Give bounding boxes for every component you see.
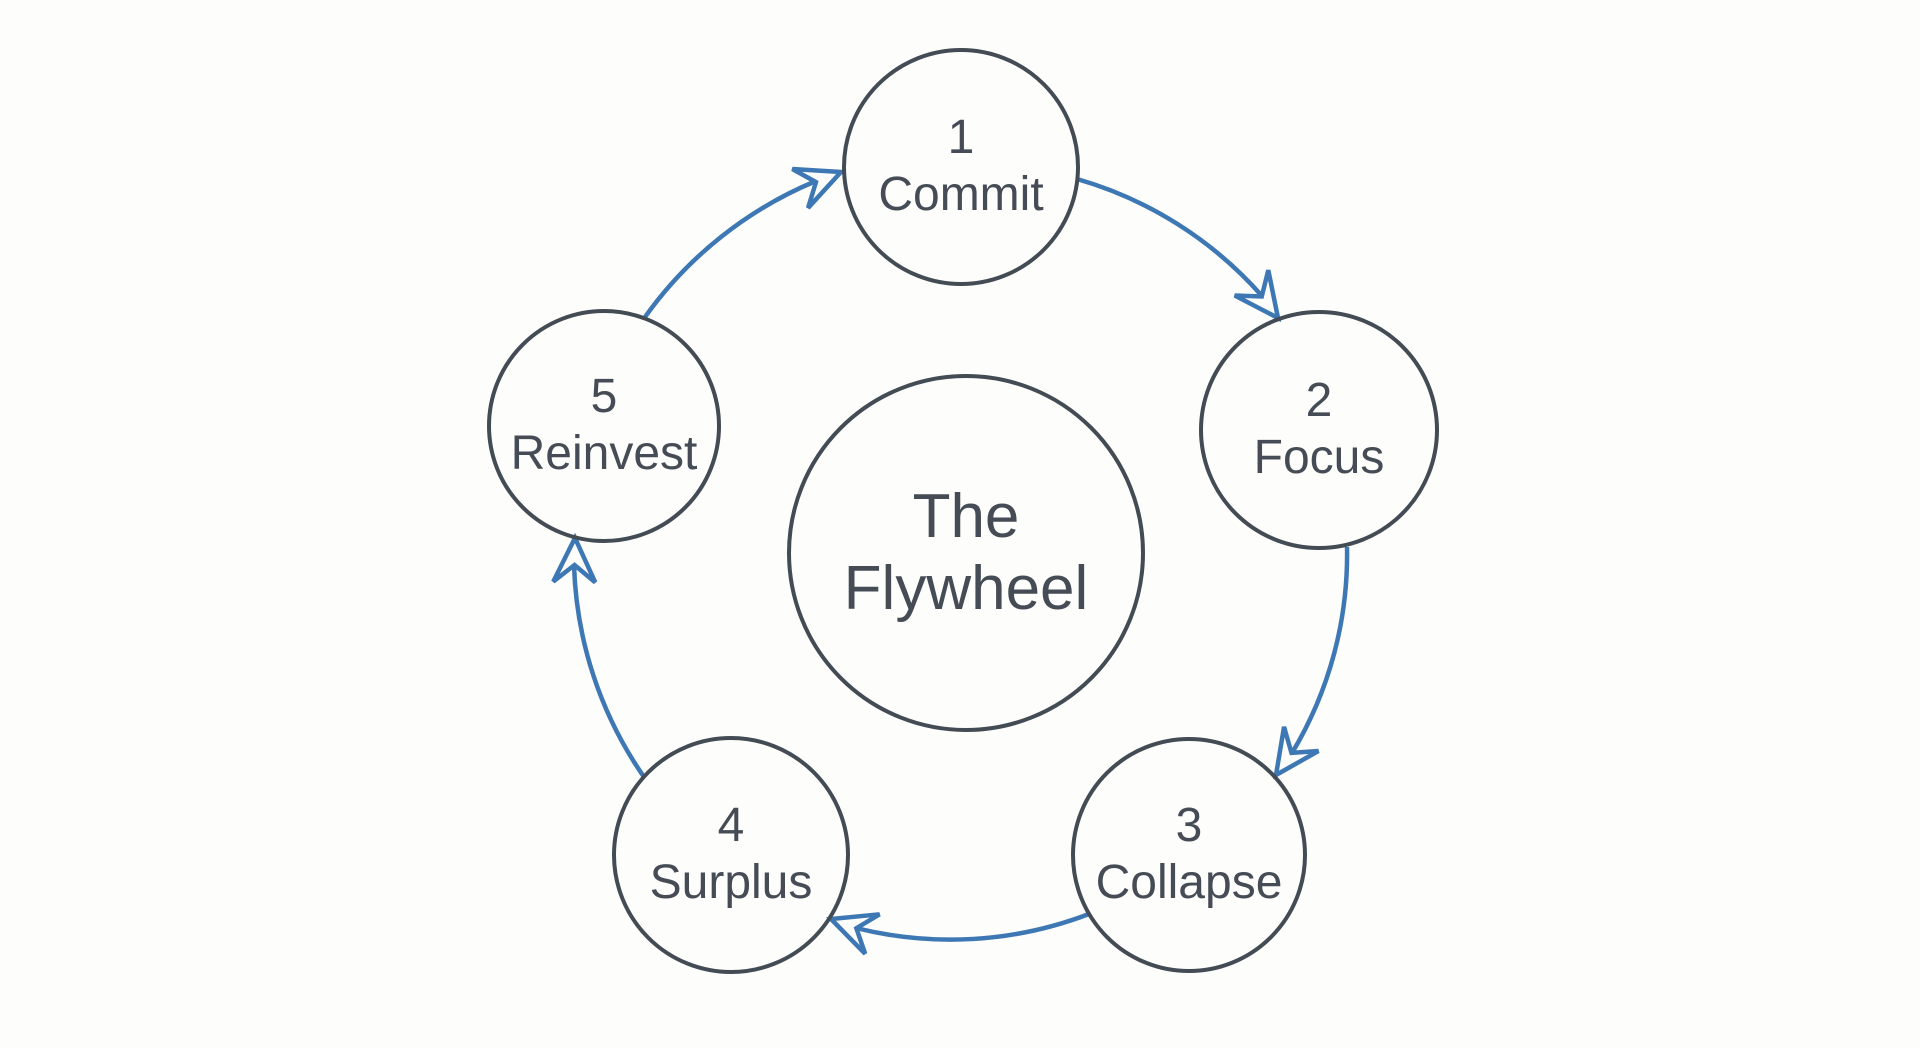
node-circle-collapse	[1071, 737, 1307, 973]
node-circle-focus	[1199, 310, 1439, 550]
arrowhead-icon	[826, 912, 881, 956]
node-name: Surplus	[649, 856, 813, 909]
node-label-collapse: 3 Collapse	[1073, 739, 1305, 971]
arrow-shaft	[1076, 176, 1264, 298]
arrow-focus-to-collapse	[1273, 546, 1350, 780]
node-name: Commit	[878, 168, 1044, 221]
node-label-reinvest: 5 Reinvest	[489, 311, 719, 541]
center-circle	[787, 374, 1145, 732]
node-number: 2	[1305, 374, 1333, 428]
node-circle-commit	[842, 48, 1080, 286]
center-title: The Flywheel	[843, 482, 1089, 623]
node-label-focus: 2 Focus	[1201, 312, 1437, 548]
arrow-surplus-to-reinvest	[551, 532, 646, 779]
arrow-collapse-to-surplus	[826, 911, 1090, 956]
node-name: Reinvest	[510, 427, 698, 480]
node-name: Focus	[1253, 431, 1385, 484]
arrow-shaft	[571, 564, 646, 779]
center-title-container: The Flywheel	[789, 376, 1143, 730]
node-label-commit: 1 Commit	[844, 50, 1078, 284]
node-circle-surplus	[612, 736, 850, 974]
node-number: 3	[1175, 799, 1203, 853]
node-number: 5	[590, 370, 618, 424]
arrow-shaft	[1290, 546, 1350, 755]
node-circle-reinvest	[487, 309, 721, 543]
node-number: 4	[717, 799, 745, 853]
arrowhead-icon	[551, 532, 598, 585]
node-name: Collapse	[1095, 856, 1283, 909]
arrow-shaft	[855, 911, 1090, 942]
node-number: 1	[947, 111, 975, 165]
arrowhead-icon	[1233, 269, 1282, 323]
arrowhead-icon	[791, 166, 846, 210]
arrow-commit-to-focus	[1076, 176, 1282, 323]
arrow-reinvest-to-commit	[643, 166, 846, 319]
node-label-surplus: 4 Surplus	[614, 738, 848, 972]
arrowhead-icon	[1273, 726, 1320, 780]
arrow-shaft	[643, 178, 817, 319]
